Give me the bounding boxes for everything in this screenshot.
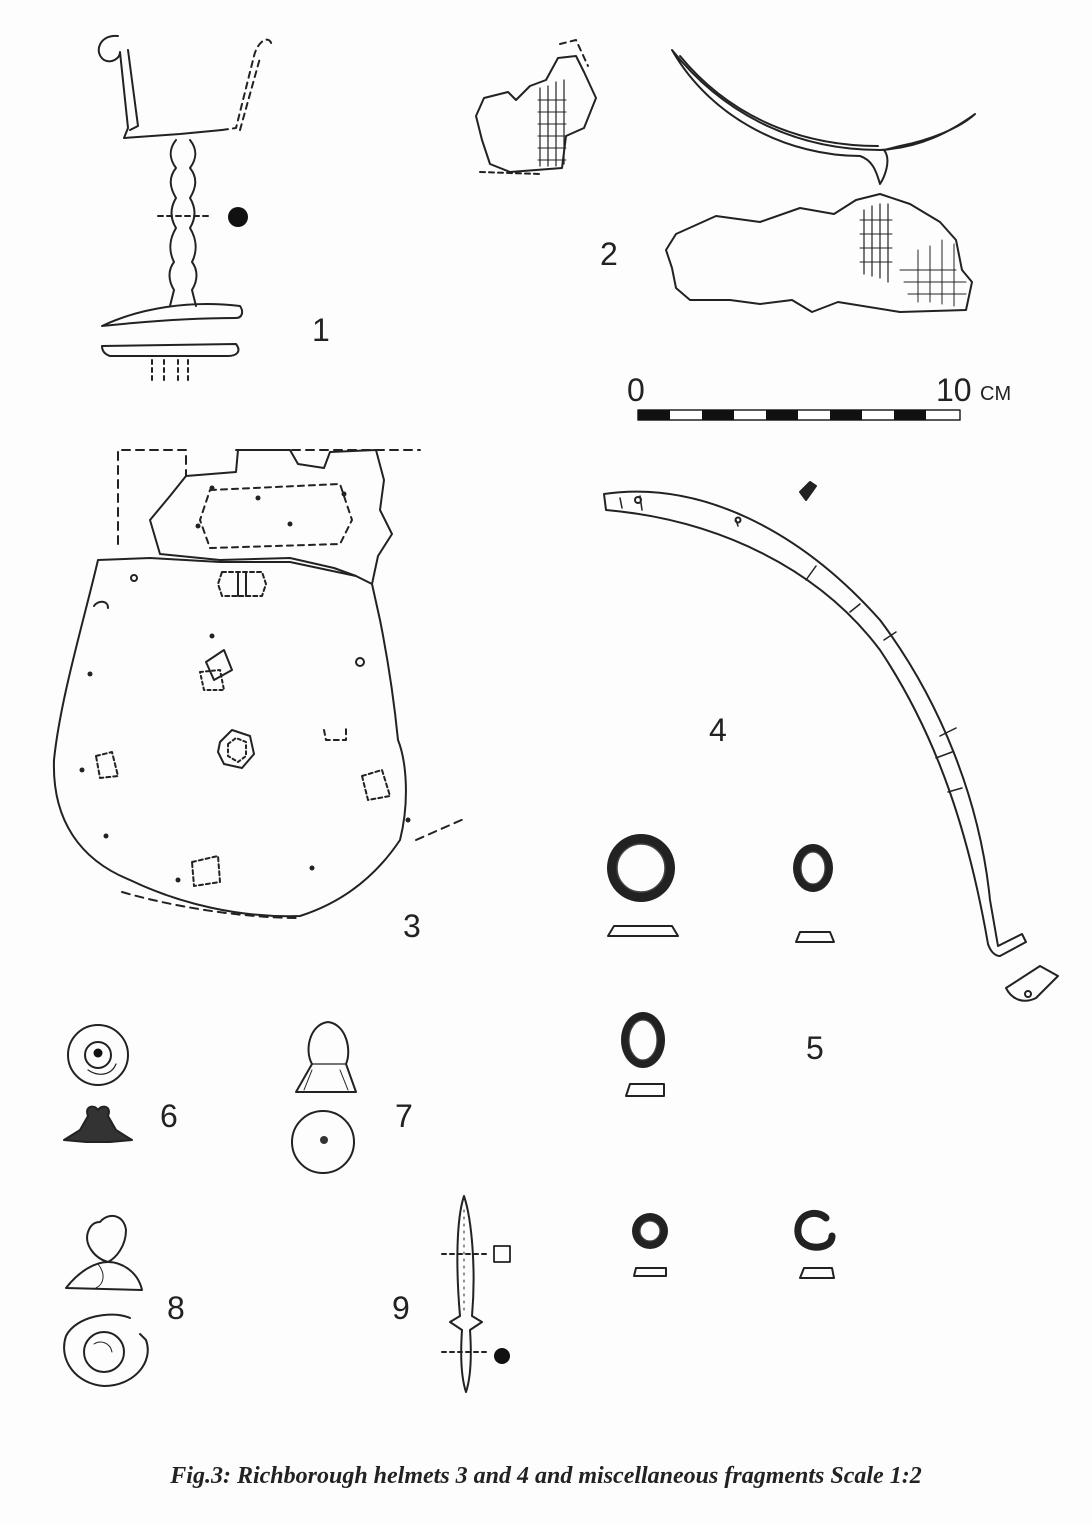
item-1-crest-holder-drawing	[97, 34, 273, 381]
item-6-drawing	[63, 1024, 133, 1143]
item-8-drawing	[63, 1214, 149, 1387]
item-3-helmet-drawing	[52, 449, 467, 919]
scale-start-label: 0	[627, 372, 645, 408]
figure-number-9: 9	[392, 1290, 410, 1326]
figure-number-1: 1	[312, 312, 330, 348]
item-4-band-drawing	[603, 481, 1059, 1002]
figure-number-6: 6	[160, 1098, 178, 1134]
item-7-drawing	[291, 1021, 357, 1174]
item-5-studs-drawing	[607, 834, 836, 1279]
figure-number-7: 7	[395, 1098, 413, 1134]
figure-number-4: 4	[709, 712, 727, 748]
figure-number-5: 5	[806, 1030, 824, 1066]
figure-number-3: 3	[403, 908, 421, 944]
figure-number-8: 8	[167, 1290, 185, 1326]
scale-end-label: 10	[936, 372, 972, 408]
item-9-pin-drawing	[441, 1195, 511, 1393]
figure-caption: Fig.3: Richborough helmets 3 and 4 and m…	[170, 1463, 922, 1489]
scale-unit-label: CM	[980, 383, 1012, 405]
figure-number-2: 2	[600, 236, 618, 272]
item-2-fragments-drawing	[475, 39, 976, 313]
scale-bar	[637, 409, 961, 421]
